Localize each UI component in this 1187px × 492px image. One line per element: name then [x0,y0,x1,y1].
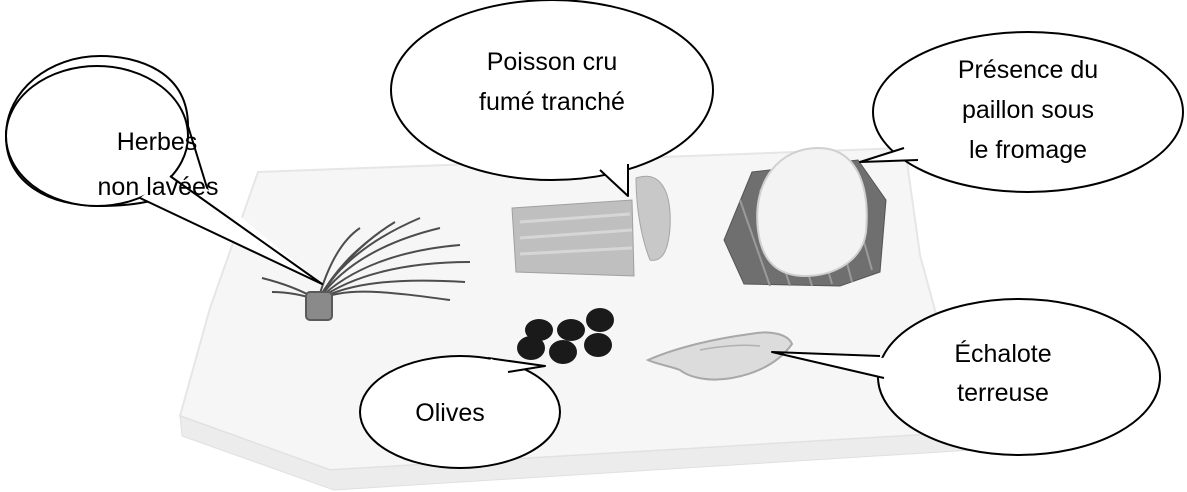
label-poisson-line-2: fumé tranché [479,88,625,116]
label-echalote-line-1: Échalote [954,339,1051,368]
label-olives-line-1: Olives [415,399,484,427]
label-fromage-line-3: le fromage [969,136,1087,164]
label-poisson-line-1: Poisson cru [487,48,618,76]
label-herbes-line-2: non lavées [98,173,219,201]
label-fromage-line-1: Présence du [958,56,1098,84]
label-echalote-line-2: terreuse [957,379,1049,407]
label-herbes-line-1: Herbes [117,128,198,156]
label-bubble-olives: Olives [360,356,560,468]
label-fromage-line-2: paillon sous [962,96,1094,124]
label-bubble-herbes: Herbes non lavées [6,56,322,284]
